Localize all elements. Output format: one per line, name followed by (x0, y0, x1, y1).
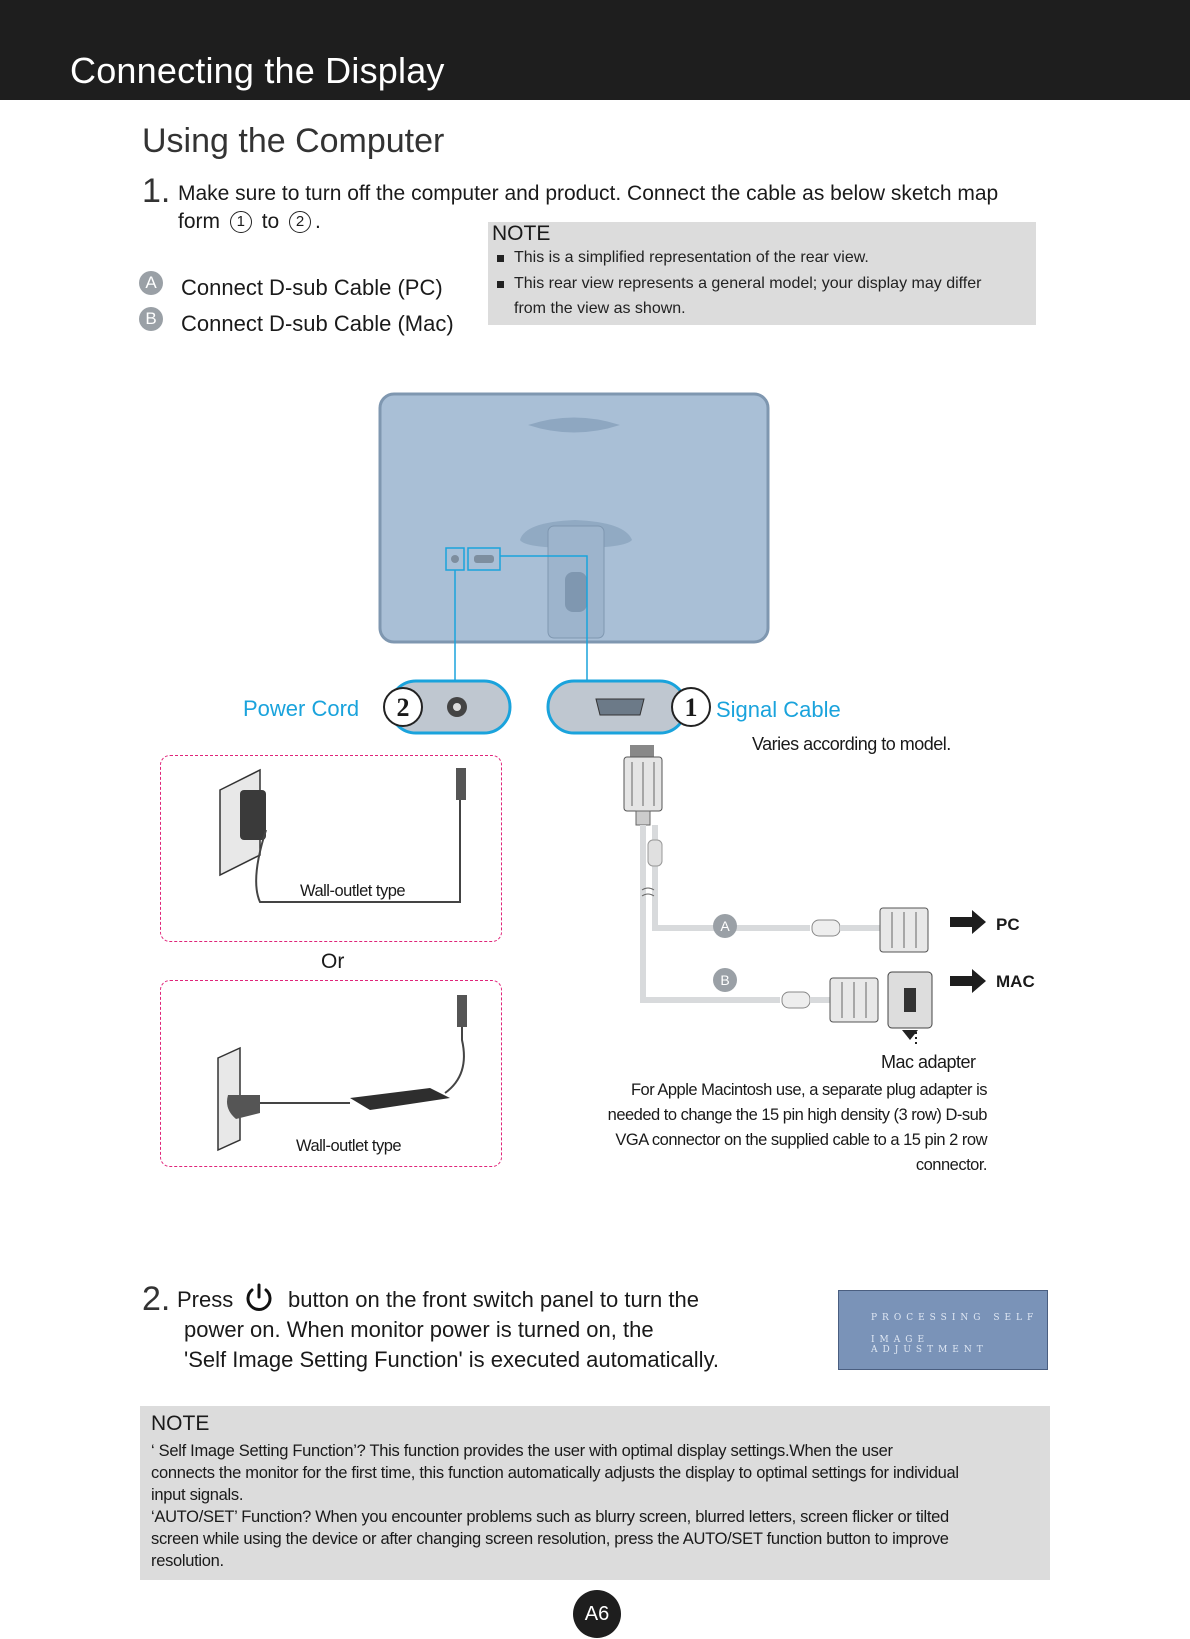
note2-line: input signals. (151, 1486, 244, 1504)
or-label: Or (321, 950, 345, 973)
note2-title: NOTE (151, 1412, 210, 1435)
step1-to-word: to (261, 210, 280, 233)
step1-period: . (315, 210, 321, 233)
step2-line3: 'Self Image Setting Function' is execute… (184, 1347, 720, 1372)
callout-number-1: 1 (684, 693, 698, 722)
header-bar (0, 0, 1190, 100)
mac-note-line: For Apple Macintosh use, a separate plug… (630, 1081, 988, 1099)
step2-press-word: Press (177, 1287, 234, 1312)
osd-processing-box: PROCESSING SELF IMAGE ADJUSTMENT (838, 1290, 1048, 1370)
varies-note: Varies according to model. (752, 734, 951, 754)
badge-b: B (139, 307, 163, 331)
circled-number-2: 2 (289, 211, 312, 234)
step1-form-word: form (178, 210, 220, 233)
bullet-icon (497, 281, 504, 288)
power-cord-label: Power Cord (243, 696, 360, 721)
note2-body: ‘ Self Image Setting Function’? This fun… (151, 1440, 1041, 1572)
step2-line1: button on the front switch panel to turn… (288, 1287, 699, 1312)
note2-line: ‘ Self Image Setting Function’? This fun… (151, 1442, 893, 1460)
badge-a-diagram: A (713, 914, 737, 938)
mac-label: MAC (996, 972, 1035, 991)
signal-cable-label: Signal Cable (716, 697, 841, 722)
mac-note-line: connector. (915, 1156, 988, 1174)
option-b-label: Connect D-sub Cable (Mac) (181, 311, 454, 336)
note-box-bottom (140, 1406, 1050, 1580)
note-item: This rear view represents a general mode… (514, 275, 982, 292)
note-item: This is a simplified representation of t… (514, 249, 869, 266)
osd-line-1: PROCESSING SELF (871, 1313, 1039, 1323)
circled-number-1: 1 (229, 211, 252, 234)
note2-line: connects the monitor for the first time,… (151, 1464, 959, 1482)
mac-adapter-label: Mac adapter (881, 1052, 976, 1072)
note-box-top (488, 222, 1036, 325)
wall-outlet-label-2: Wall-outlet type (296, 1137, 402, 1155)
wall-outlet-box-2 (160, 980, 502, 1167)
step1-line1: Make sure to turn off the computer and p… (178, 182, 999, 205)
bullet-icon (497, 255, 504, 262)
osd-line-2: IMAGE ADJUSTMENT (871, 1335, 988, 1355)
section-title: Using the Computer (142, 122, 445, 160)
mac-note: For Apple Macintosh use, a separate plug… (560, 1078, 988, 1178)
note-title: NOTE (492, 222, 551, 245)
page-header-title: Connecting the Display (70, 50, 445, 91)
note-item: from the view as shown. (514, 300, 686, 317)
callout-number-2: 2 (396, 693, 410, 722)
step1-number: 1. (142, 172, 171, 210)
step2-number: 2. (142, 1280, 171, 1318)
power-icon (246, 1283, 272, 1311)
option-a-label: Connect D-sub Cable (PC) (181, 275, 443, 300)
wall-outlet-label-1: Wall-outlet type (300, 882, 406, 900)
monitor-rear-illustration (378, 392, 770, 644)
mac-note-line: VGA connector on the supplied cable to a… (615, 1131, 987, 1149)
step1-line2: form 1 to 2. (178, 210, 321, 234)
step2-line2: power on. When monitor power is turned o… (184, 1317, 654, 1342)
note2-line: ‘AUTO/SET’ Function? When you encounter … (151, 1508, 949, 1526)
note2-line: resolution. (151, 1552, 224, 1570)
mac-note-line: needed to change the 15 pin high density… (607, 1106, 988, 1124)
page-number-badge: A6 (573, 1590, 621, 1638)
wall-outlet-box-1 (160, 755, 502, 942)
badge-a: A (139, 271, 163, 295)
badge-b-diagram: B (713, 968, 737, 992)
note2-line: screen while using the device or after c… (151, 1530, 949, 1548)
pc-label: PC (996, 915, 1020, 934)
